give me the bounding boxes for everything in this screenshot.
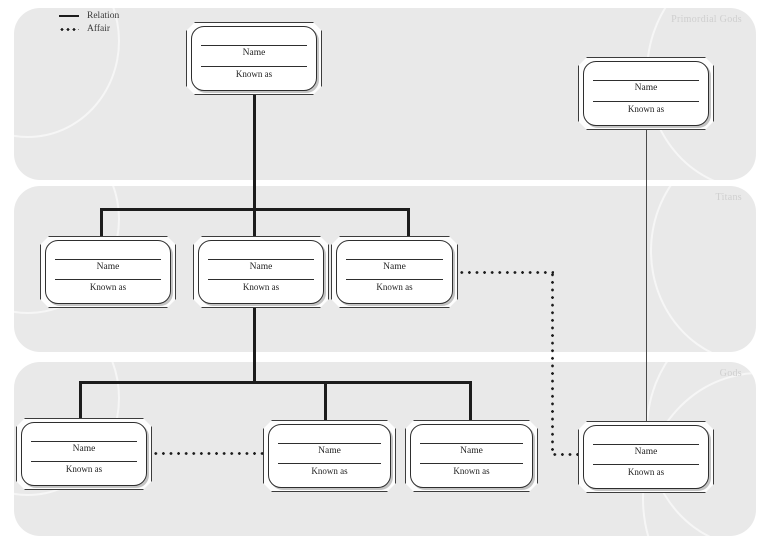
card-content: Name Known as — [45, 240, 171, 304]
card-known-as-value: Known as — [65, 464, 103, 474]
card-name-value: Name — [634, 83, 658, 93]
card-known-as-row: Known as — [593, 464, 699, 479]
relation-edge-to-g2 — [324, 381, 327, 421]
relation-edge-to-g3 — [469, 381, 472, 421]
relation-edge-p2-to-g4 — [646, 129, 648, 422]
relation-edge-t2-down — [253, 304, 256, 383]
card-known-as-value: Known as — [376, 282, 413, 292]
card-name-value: Name — [383, 262, 406, 272]
relation-edge-gods-bus — [79, 381, 471, 384]
legend-label-relation: Relation — [87, 11, 120, 21]
card-name-value: Name — [242, 48, 266, 58]
node-card-t3[interactable]: Name Known as — [331, 236, 458, 308]
node-card-t1[interactable]: Name Known as — [40, 236, 176, 308]
dotted-line-icon — [58, 24, 80, 35]
card-name-row: Name — [55, 259, 161, 274]
card-known-as-row: Known as — [55, 279, 161, 294]
card-known-as-row: Known as — [420, 463, 523, 478]
band-label-titans: Titans — [715, 192, 742, 203]
card-content: Name Known as — [583, 61, 709, 126]
band-label-gods: Gods — [719, 368, 742, 379]
relation-edge-to-t2 — [253, 208, 256, 237]
card-known-as-row: Known as — [593, 101, 699, 116]
card-name-value: Name — [318, 446, 341, 456]
card-known-as-value: Known as — [89, 282, 127, 292]
card-content: Name Known as — [336, 240, 453, 304]
band-label-primordial-gods: Primordial Gods — [671, 14, 742, 25]
card-known-as-row: Known as — [278, 463, 381, 478]
card-name-row: Name — [31, 441, 137, 456]
card-content: Name Known as — [410, 424, 533, 488]
card-known-as-row: Known as — [208, 279, 314, 294]
card-name-value: Name — [634, 447, 658, 457]
relation-edge-to-t3 — [407, 208, 410, 237]
node-card-g4[interactable]: Name Known as — [578, 421, 714, 493]
card-inner-frame — [21, 422, 147, 486]
card-known-as-value: Known as — [242, 282, 280, 292]
legend-item-affair: Affair — [58, 24, 119, 35]
relation-edge-to-g1 — [79, 381, 82, 419]
card-name-row: Name — [420, 443, 523, 458]
node-card-t2[interactable]: Name Known as — [193, 236, 329, 308]
card-name-value: Name — [249, 262, 273, 272]
affair-edge-g1-g2 — [152, 452, 264, 455]
card-name-row: Name — [208, 259, 314, 274]
card-inner-frame — [268, 424, 391, 488]
card-inner-frame — [198, 240, 324, 304]
node-card-p1[interactable]: Name Known as — [186, 22, 322, 95]
card-name-row: Name — [593, 80, 699, 95]
card-content: Name Known as — [21, 422, 147, 486]
card-inner-frame — [410, 424, 533, 488]
card-name-value: Name — [96, 262, 120, 272]
card-inner-frame — [191, 26, 317, 91]
card-known-as-row: Known as — [201, 66, 307, 81]
card-name-row: Name — [278, 443, 381, 458]
card-known-as-value: Known as — [235, 69, 273, 79]
legend-label-affair: Affair — [87, 24, 111, 34]
card-known-as-row: Known as — [31, 461, 137, 476]
card-known-as-value: Known as — [627, 467, 665, 477]
card-name-row: Name — [201, 45, 307, 60]
legend-item-relation: Relation — [58, 11, 119, 22]
solid-line-icon — [58, 11, 80, 22]
card-name-value: Name — [72, 444, 96, 454]
affair-edge-t3-down — [551, 271, 554, 455]
node-card-p2[interactable]: Name Known as — [578, 57, 714, 130]
card-inner-frame — [45, 240, 171, 304]
card-content: Name Known as — [198, 240, 324, 304]
card-inner-frame — [336, 240, 453, 304]
legend: Relation Affair — [58, 11, 119, 37]
card-inner-frame — [583, 61, 709, 126]
card-content: Name Known as — [191, 26, 317, 91]
relation-edge-p1-down — [253, 95, 256, 208]
node-card-g3[interactable]: Name Known as — [405, 420, 538, 492]
card-name-value: Name — [460, 446, 483, 456]
node-card-g1[interactable]: Name Known as — [16, 418, 152, 490]
card-name-row: Name — [346, 259, 443, 274]
affair-edge-t3-right — [458, 271, 554, 274]
node-card-g2[interactable]: Name Known as — [263, 420, 396, 492]
card-name-row: Name — [593, 444, 699, 459]
card-content: Name Known as — [583, 425, 709, 489]
card-known-as-value: Known as — [627, 104, 665, 114]
card-known-as-value: Known as — [453, 466, 490, 476]
relation-edge-to-t1 — [100, 208, 103, 237]
card-inner-frame — [583, 425, 709, 489]
card-known-as-value: Known as — [311, 466, 348, 476]
card-known-as-row: Known as — [346, 279, 443, 294]
band-decoration-arc — [650, 186, 756, 352]
affair-edge-to-g4 — [551, 453, 581, 456]
card-content: Name Known as — [268, 424, 391, 488]
